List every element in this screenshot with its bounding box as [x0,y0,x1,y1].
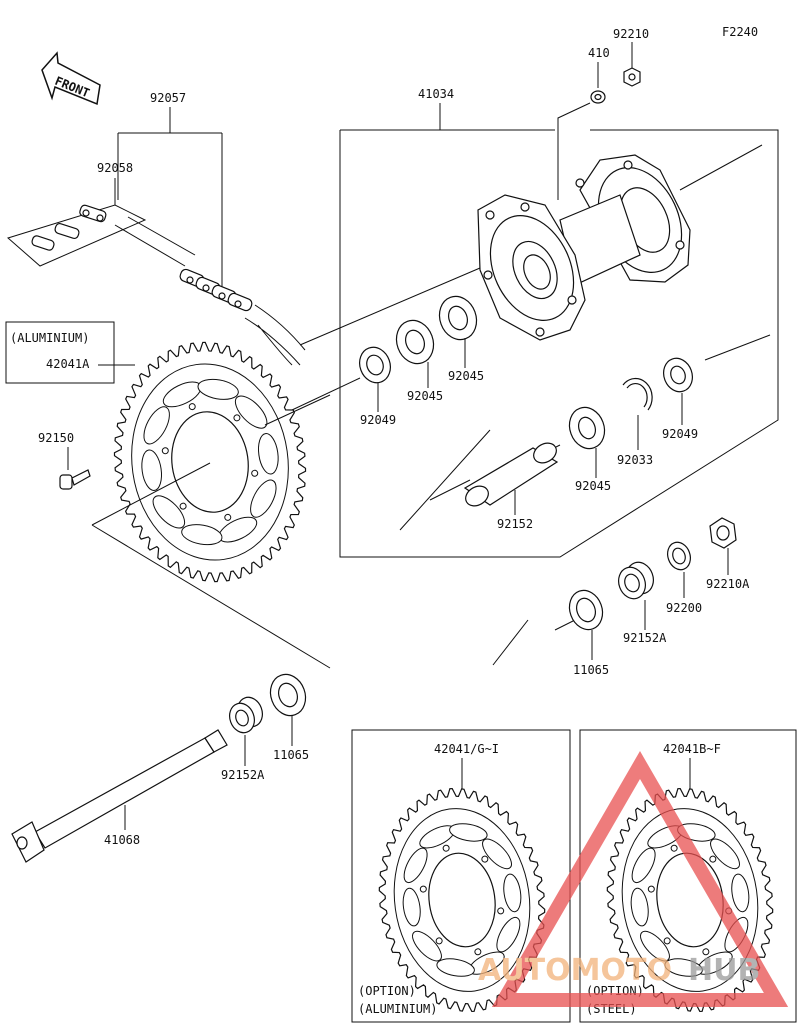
sprocket-cutout [181,524,223,546]
label-11065-left: 11065 [273,748,309,762]
sprocket-cutout [664,958,703,977]
sprocket-bolt-hole [435,937,443,945]
aluminium-tag: (ALUMINIUM) [10,331,89,345]
label-92210: 92210 [613,27,649,41]
label-92045-c: 92045 [575,479,611,493]
chain-assembly: 92057 92058 [6,91,306,366]
sprocket-bolt-hole [647,885,655,893]
option-left-material: (ALUMINIUM) [358,1002,437,1016]
watermark-brand-a: AUTOMOTO [478,953,672,988]
label-92049-a: 92049 [360,413,396,427]
sprocket-cutout [436,958,475,977]
sprocket-bolt-hole [233,414,241,422]
sprocket-cutout [152,495,186,529]
sprocket-bolt-hole [442,844,450,852]
label-92057: 92057 [150,91,186,105]
sprocket-cutout [143,406,170,445]
label-92152A-right: 92152A [623,631,667,645]
label-92049-b: 92049 [662,427,698,441]
sprocket-cutout [631,847,656,884]
sprocket-bolt-hole [188,403,196,411]
rear-sprocket-42041A [113,341,307,583]
sprocket-cutout [412,930,442,962]
sprocket-cutout [402,887,421,927]
sprocket-rim [393,808,531,992]
sprocket-center-hole [171,411,249,513]
label-42041A: 42041A [46,357,90,371]
watermark-triangle [491,751,789,1007]
hub-assembly-box: 41034 [339,87,779,558]
sprocket-cutout [258,433,279,475]
sprocket-bolt-hole [663,937,671,945]
sprocket-bolt-hole [419,885,427,893]
option-box-aluminium: 42041/G~I (OPTION) (ALUMINIUM) [351,729,571,1023]
sprocket-rim [621,808,759,992]
sprocket-bolt-hole [474,948,482,956]
label-92058: 92058 [97,161,133,175]
aluminium-tag-box: (ALUMINIUM) 42041A [5,321,135,384]
spacer-92152A-left [229,696,263,734]
sprocket-bolt-hole [497,907,505,915]
figure-code: F2240 [722,25,758,39]
sprocket-cutout [640,930,670,962]
axle-41068 [11,729,228,863]
sprocket-rim [131,363,289,561]
label-41034: 41034 [418,87,454,101]
spacer-92152A-right [618,561,654,600]
sprocket-bolt-hole [224,513,232,521]
label-42041-G-I: 42041/G~I [434,742,499,756]
chain-links [179,268,253,312]
sprocket-cutout [250,479,277,518]
watermark-brand-b: HUB [688,953,760,988]
master-link-plate [31,204,107,251]
sprocket-bolt-hole [481,855,489,863]
option-left-tag: (OPTION) [358,984,416,998]
sprocket-cutout [496,916,521,953]
sprocket-cutout [141,449,162,491]
label-92045-a: 92045 [448,369,484,383]
label-42041B-F: 42041B~F [663,742,721,756]
sprocket-center-hole [428,852,496,948]
label-92152A-left: 92152A [221,768,265,782]
label-92200: 92200 [666,601,702,615]
front-arrow-icon: FRONT [41,51,101,106]
bolt-92150 [59,469,91,490]
sprocket-cutout [630,887,649,927]
circlip-92033 [622,377,653,411]
option-box-steel: 42041B~F (OPTION) (STEEL) [579,729,797,1023]
label-92150: 92150 [38,431,74,445]
sprocket-cutout [197,378,239,400]
label-410: 410 [588,46,610,60]
sprocket-cutout [449,823,488,842]
sprocket-bolt-hole [702,948,710,956]
sprocket-cutout [234,395,268,429]
rear-hub [477,154,691,341]
label-41068: 41068 [104,833,140,847]
sprocket-bolt-hole [161,447,169,455]
sprocket-cutout [482,838,512,870]
sprocket-cutout [710,838,740,870]
sprocket-bolt-hole [670,844,678,852]
sprocket-bolt-hole [179,502,187,510]
spacer-92152 [463,442,559,507]
label-92045-b: 92045 [407,389,443,403]
sprocket-cutout [403,847,428,884]
optional-sprocket-aluminium [378,787,546,1013]
nut-92210A [709,517,737,549]
sprocket-cutout [503,873,522,913]
watermark-logo: AUTOMOTO HUB [478,751,789,1007]
label-92210A: 92210A [706,577,750,591]
label-92033: 92033 [617,453,653,467]
label-11065-right: 11065 [573,663,609,677]
sprocket-bolt-hole [709,855,717,863]
sprocket-bolt-hole [251,469,259,477]
label-92152: 92152 [497,517,533,531]
sprocket-cutout [731,873,750,913]
